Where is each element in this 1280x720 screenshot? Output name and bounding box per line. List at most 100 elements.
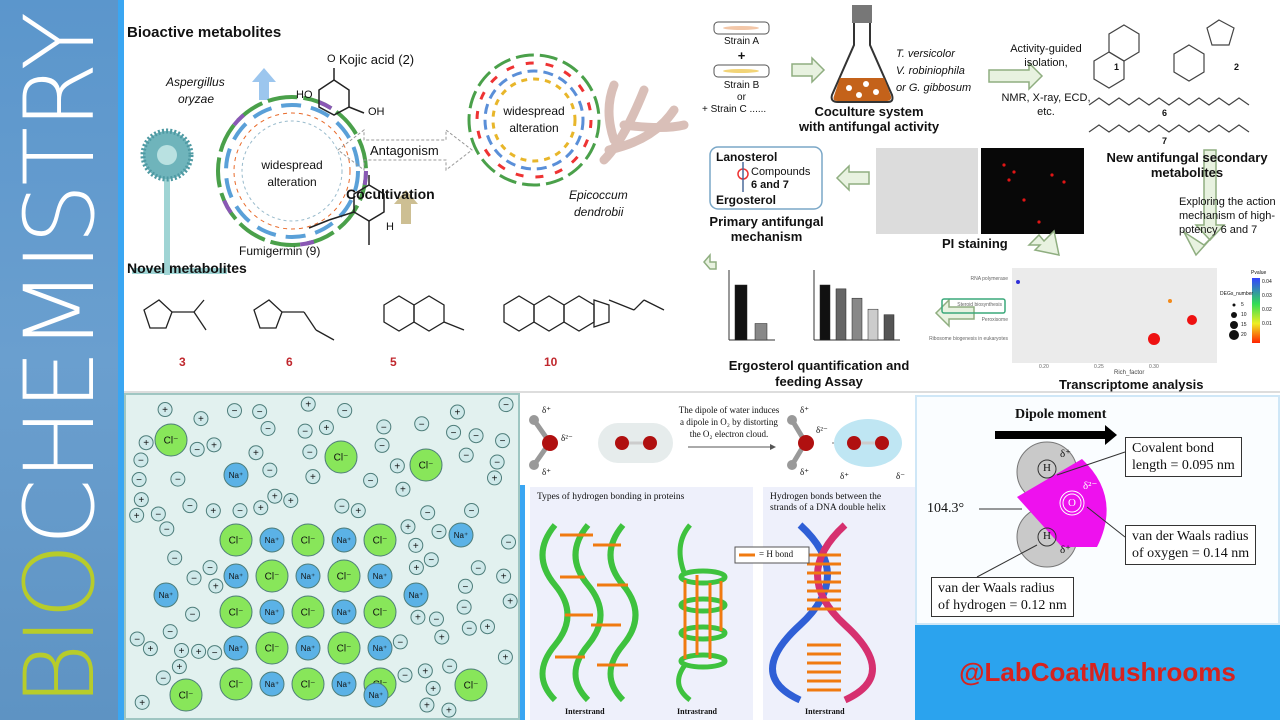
delta-plus: δ⁺	[800, 405, 809, 415]
negative-dipole: −	[162, 624, 178, 640]
chloride-ion-label: Cl⁻	[419, 461, 434, 472]
chloride-ion-label: Cl⁻	[373, 536, 388, 547]
sodium-ion: Na⁺	[295, 563, 321, 589]
aspergillus-illustration	[132, 128, 227, 275]
explore-line-2: mechanism of high-	[1179, 210, 1275, 222]
activity-line-1: Activity-guided	[1010, 43, 1082, 55]
six-seven-label: 6 and 7	[751, 179, 789, 191]
dipole-title: Dipole moment	[1015, 407, 1107, 422]
chloride-ion-label: Cl⁻	[229, 608, 244, 619]
negative-dipole-circle	[442, 658, 458, 674]
hydrogen-bonding-diagram: Types of hydrogen bonding in proteins Hy…	[520, 485, 915, 720]
positive-dipole-label: +	[454, 408, 460, 419]
positive-dipole-label: +	[430, 684, 436, 695]
legend-label: = H bond	[759, 549, 794, 559]
up-arrow-icon-3	[703, 252, 717, 270]
sodium-ion-label: Na⁺	[337, 608, 351, 617]
x-tick: 0.30	[1149, 364, 1159, 370]
positive-dipole-circle	[193, 411, 209, 427]
sodium-ion: Na⁺	[367, 635, 393, 661]
chloride-ion-circle	[291, 523, 325, 557]
negative-dipole-label: −	[232, 406, 238, 417]
negative-dipole-label: −	[381, 422, 387, 433]
aspergillus-label: Aspergillus	[166, 75, 225, 89]
negative-dipole-label: −	[207, 563, 213, 574]
negative-dipole-circle	[207, 645, 223, 661]
chloride-ion: Cl⁻	[219, 595, 253, 629]
caption-line-3: the O₂ electron cloud.	[689, 429, 769, 439]
positive-dipole-label: +	[415, 613, 421, 624]
ergosterol-label: Ergosterol	[716, 193, 777, 207]
delta-2minus: δ²⁻	[561, 433, 573, 443]
positive-dipole-circle	[253, 500, 269, 516]
chloride-ion-circle	[454, 668, 488, 702]
negative-dipole-label: −	[469, 506, 475, 517]
positive-dipole-label: +	[211, 440, 217, 451]
positive-dipole-circle	[191, 643, 207, 659]
channel-handle[interactable]: @LabCoatMushrooms	[959, 657, 1236, 687]
sodium-ion: Na⁺	[331, 599, 357, 625]
sodium-ion-circle	[331, 527, 357, 553]
explore-line-1: Exploring the action	[1179, 196, 1276, 208]
chloride-ion-circle	[291, 667, 325, 701]
chloride-ion-label: Cl⁻	[301, 680, 316, 691]
negative-dipole-circle	[414, 416, 430, 432]
primary-mechanism-title-2: mechanism	[730, 229, 803, 244]
x-tick: 0.25	[1094, 364, 1104, 370]
positive-dipole: +	[174, 642, 190, 658]
negative-dipole: −	[457, 578, 473, 594]
positive-dipole-label: +	[485, 622, 491, 633]
negative-dipole: −	[456, 599, 472, 615]
chloride-ion-circle	[219, 595, 253, 629]
negative-dipole-label: −	[402, 671, 408, 682]
positive-dipole-label: +	[198, 414, 204, 425]
negative-dipole-circle	[498, 397, 514, 413]
negative-dipole-label: −	[265, 424, 271, 435]
bar	[883, 314, 895, 341]
positive-dipole-circle	[129, 507, 145, 523]
chloride-ion: Cl⁻	[154, 423, 188, 457]
positive-dipole-label: +	[501, 572, 507, 583]
positive-dipole-label: +	[143, 438, 149, 449]
banner	[0, 0, 120, 720]
water-molecule-icon	[529, 415, 558, 470]
negative-dipole-circle	[302, 444, 318, 460]
channel-handle-banner: @LabCoatMushrooms	[915, 625, 1280, 720]
dot-peroxisome	[1187, 315, 1197, 325]
sodium-ion-label: Na⁺	[373, 644, 387, 653]
oxygen-atom: O	[1068, 497, 1076, 509]
negative-dipole-label: −	[164, 524, 170, 535]
positive-dipole-label: +	[272, 492, 278, 503]
negative-dipole-circle	[202, 560, 218, 576]
vdw-hydrogen-line-2: of hydrogen = 0.12 nm	[938, 598, 1067, 613]
vdw-oxygen-line-2: of oxygen = 0.14 nm	[1132, 546, 1250, 561]
sodium-ion: Na⁺	[223, 635, 249, 661]
ergosterol-bar-charts	[728, 270, 900, 341]
positive-dipole-label: +	[413, 541, 419, 552]
lanosterol-label: Lanosterol	[716, 150, 778, 164]
positive-dipole-circle	[350, 503, 366, 519]
figure-graphics	[132, 5, 1260, 363]
sodium-ion-circle	[259, 671, 285, 697]
positive-dipole-label: +	[502, 653, 508, 664]
chloride-ion-label: Cl⁻	[164, 436, 179, 447]
chloride-ion: Cl⁻	[454, 668, 488, 702]
negative-dipole: −	[252, 404, 268, 420]
negative-dipole: −	[129, 631, 145, 647]
sodium-ion: Na⁺	[367, 563, 393, 589]
fluorescence-image	[981, 148, 1084, 234]
negative-dipole: −	[202, 560, 218, 576]
negative-dipole-circle	[150, 506, 166, 522]
chloride-ion-label: Cl⁻	[229, 536, 244, 547]
degs-5: 5	[1241, 302, 1244, 308]
negative-dipole-circle	[232, 503, 248, 519]
right-arrow-icon-2	[988, 61, 1044, 91]
negative-dipole-circle	[131, 472, 147, 488]
bar	[819, 284, 831, 341]
chloride-ion-circle	[327, 631, 361, 665]
banner-divider	[118, 0, 124, 720]
circos-plot-epicoccum	[467, 53, 601, 187]
species-3: or G. gibbosum	[896, 82, 972, 94]
positive-dipole-circle	[300, 396, 316, 412]
